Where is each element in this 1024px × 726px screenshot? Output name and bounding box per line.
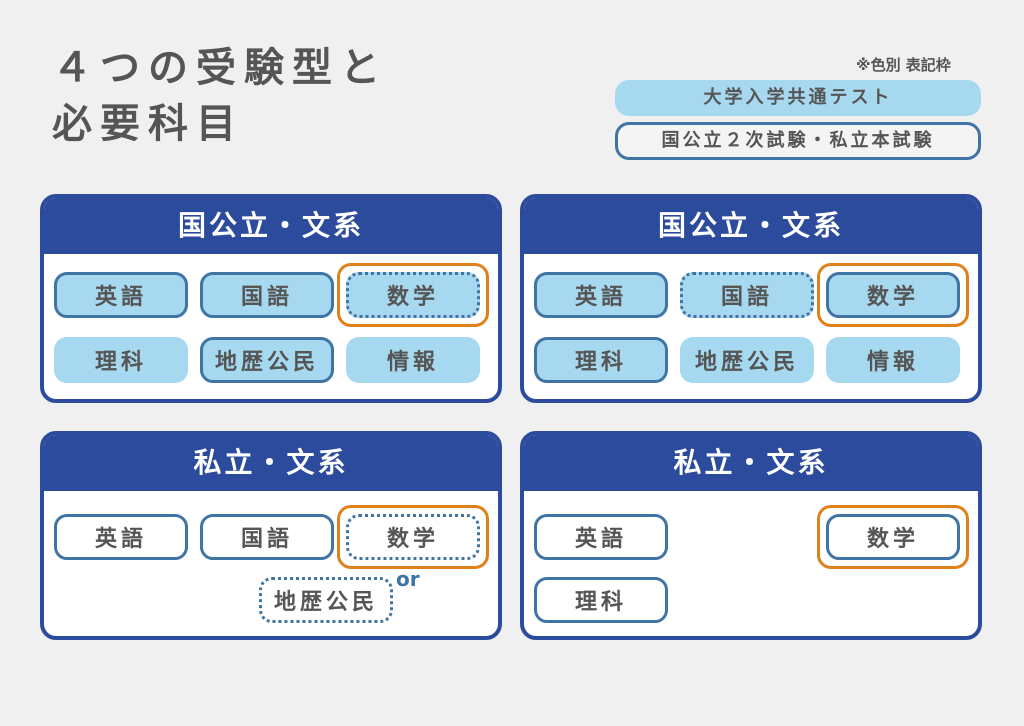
subject-japanese: 国語 — [200, 272, 334, 318]
panel-title: 国公立・文系 — [524, 198, 978, 254]
panel-national-humanities-2: 国公立・文系 英語 国語 数学 理科 地歴公民 情報 — [520, 194, 982, 403]
legend-note: ※色別 表記枠 — [856, 56, 951, 74]
title-line-1: ４つの受験型と — [52, 45, 388, 91]
title-line-2: 必要科目 — [52, 101, 244, 147]
main-subject-highlight — [817, 263, 969, 327]
main-subject-highlight — [817, 505, 969, 569]
subject-japanese: 国語 — [680, 272, 814, 318]
subject-information: 情報 — [346, 337, 480, 383]
subject-math: 数学 — [346, 272, 480, 318]
subject-information: 情報 — [826, 337, 960, 383]
subject-english: 英語 — [534, 514, 668, 560]
panel-private-humanities-1: 私立・文系 英語 国語 数学 地歴公民 or — [40, 431, 502, 640]
or-label: or — [396, 567, 420, 591]
subject-math: 数学 — [826, 272, 960, 318]
subject-math: 数学 — [346, 514, 480, 560]
panel-national-humanities-1: 国公立・文系 英語 国語 数学 理科 地歴公民 情報 — [40, 194, 502, 403]
legend-common-test: 大学入学共通テスト — [615, 80, 981, 116]
panel-title: 私立・文系 — [524, 435, 978, 491]
panel-title: 私立・文系 — [44, 435, 498, 491]
subject-social-studies: 地歴公民 — [680, 337, 814, 383]
subject-science: 理科 — [54, 337, 188, 383]
panel-private-humanities-2: 私立・文系 英語 数学 理科 — [520, 431, 982, 640]
subject-social-studies: 地歴公民 — [259, 577, 393, 623]
subject-math: 数学 — [826, 514, 960, 560]
subject-english: 英語 — [54, 514, 188, 560]
main-subject-highlight — [337, 505, 489, 569]
subject-science: 理科 — [534, 337, 668, 383]
legend-second-exam: 国公立２次試験・私立本試験 — [615, 122, 981, 160]
page-title: ４つの受験型と必要科目 — [52, 40, 388, 152]
subject-english: 英語 — [534, 272, 668, 318]
main-subject-highlight — [337, 263, 489, 327]
subject-japanese: 国語 — [200, 514, 334, 560]
subject-science: 理科 — [534, 577, 668, 623]
panel-title: 国公立・文系 — [44, 198, 498, 254]
subject-social-studies: 地歴公民 — [200, 337, 334, 383]
subject-english: 英語 — [54, 272, 188, 318]
